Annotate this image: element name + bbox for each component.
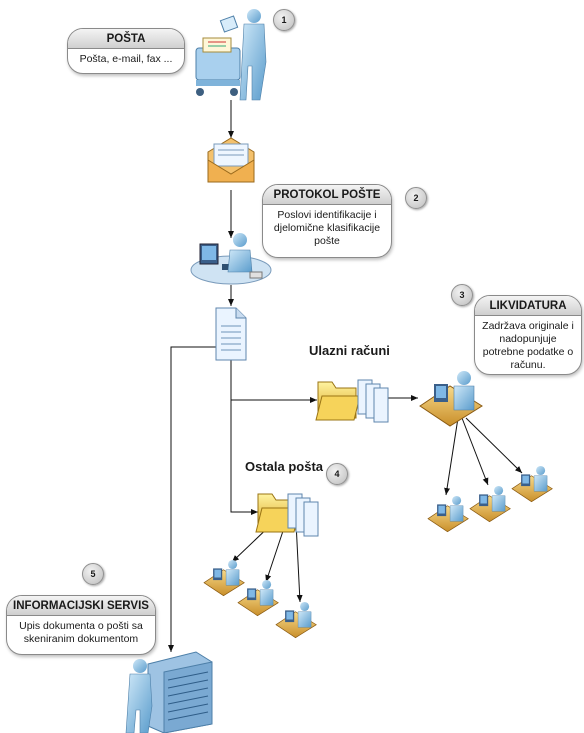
workstation-icon (203, 559, 245, 597)
step-badge-4: 4 (326, 463, 348, 485)
server-rack-icon (125, 651, 213, 733)
step-badge-3: 3 (451, 284, 473, 306)
folder-icon (315, 379, 389, 423)
arrow-other-to-ws3 (295, 521, 303, 603)
arrow-doc-to-server (168, 346, 216, 652)
folder-icon (255, 493, 319, 537)
desk-worker-icon (190, 233, 272, 285)
workstation-icon (469, 485, 511, 523)
arrow-doc-to-invoices (230, 360, 317, 403)
workstation-icon (275, 601, 317, 639)
workstation-icon (511, 465, 553, 503)
callout-text: Poslovi identifikacije i djelomične klas… (273, 209, 381, 247)
callout-text: Upis dokumenta o pošti sa skeniranim dok… (19, 620, 143, 645)
callout-informacijski: INFORMACIJSKI SERVIS Upis dokumenta o po… (6, 595, 156, 655)
step-badge-5: 5 (82, 563, 104, 585)
callout-text: Pošta, e-mail, fax ... (79, 53, 173, 65)
arrow-likv-to-ws3 (465, 417, 523, 474)
document-icon (215, 307, 247, 361)
mail-cart-worker-icon (195, 9, 267, 101)
callout-text: Zadržava originale i nadopunjuje potrebn… (482, 320, 574, 371)
callout-likvidatura: LIKVIDATURA Zadržava originale i nadopun… (474, 295, 582, 375)
callout-title: PROTOKOL POŠTE (263, 185, 391, 205)
label-ostala-posta: Ostala pošta (245, 459, 324, 474)
workstation-icon (427, 495, 469, 533)
workstation-icon (237, 579, 279, 617)
callout-title: INFORMACIJSKI SERVIS (7, 596, 155, 616)
envelope-icon (207, 137, 255, 183)
arrow-likv-to-ws1 (444, 417, 459, 496)
arrow-likv-to-ws2 (461, 417, 489, 486)
callout-protokol: PROTOKOL POŠTE Poslovi identifikacije i … (262, 184, 392, 258)
callout-posta: POŠTA Pošta, e-mail, fax ... (67, 28, 185, 74)
step-badge-1: 1 (273, 9, 295, 31)
callout-title: LIKVIDATURA (475, 296, 581, 316)
step-badge-2: 2 (405, 187, 427, 209)
arrow-doc-to-other-mail (230, 400, 258, 515)
workstation-icon (419, 371, 483, 427)
label-ulazni-racuni: Ulazni računi (309, 343, 390, 358)
callout-title: POŠTA (68, 29, 184, 49)
